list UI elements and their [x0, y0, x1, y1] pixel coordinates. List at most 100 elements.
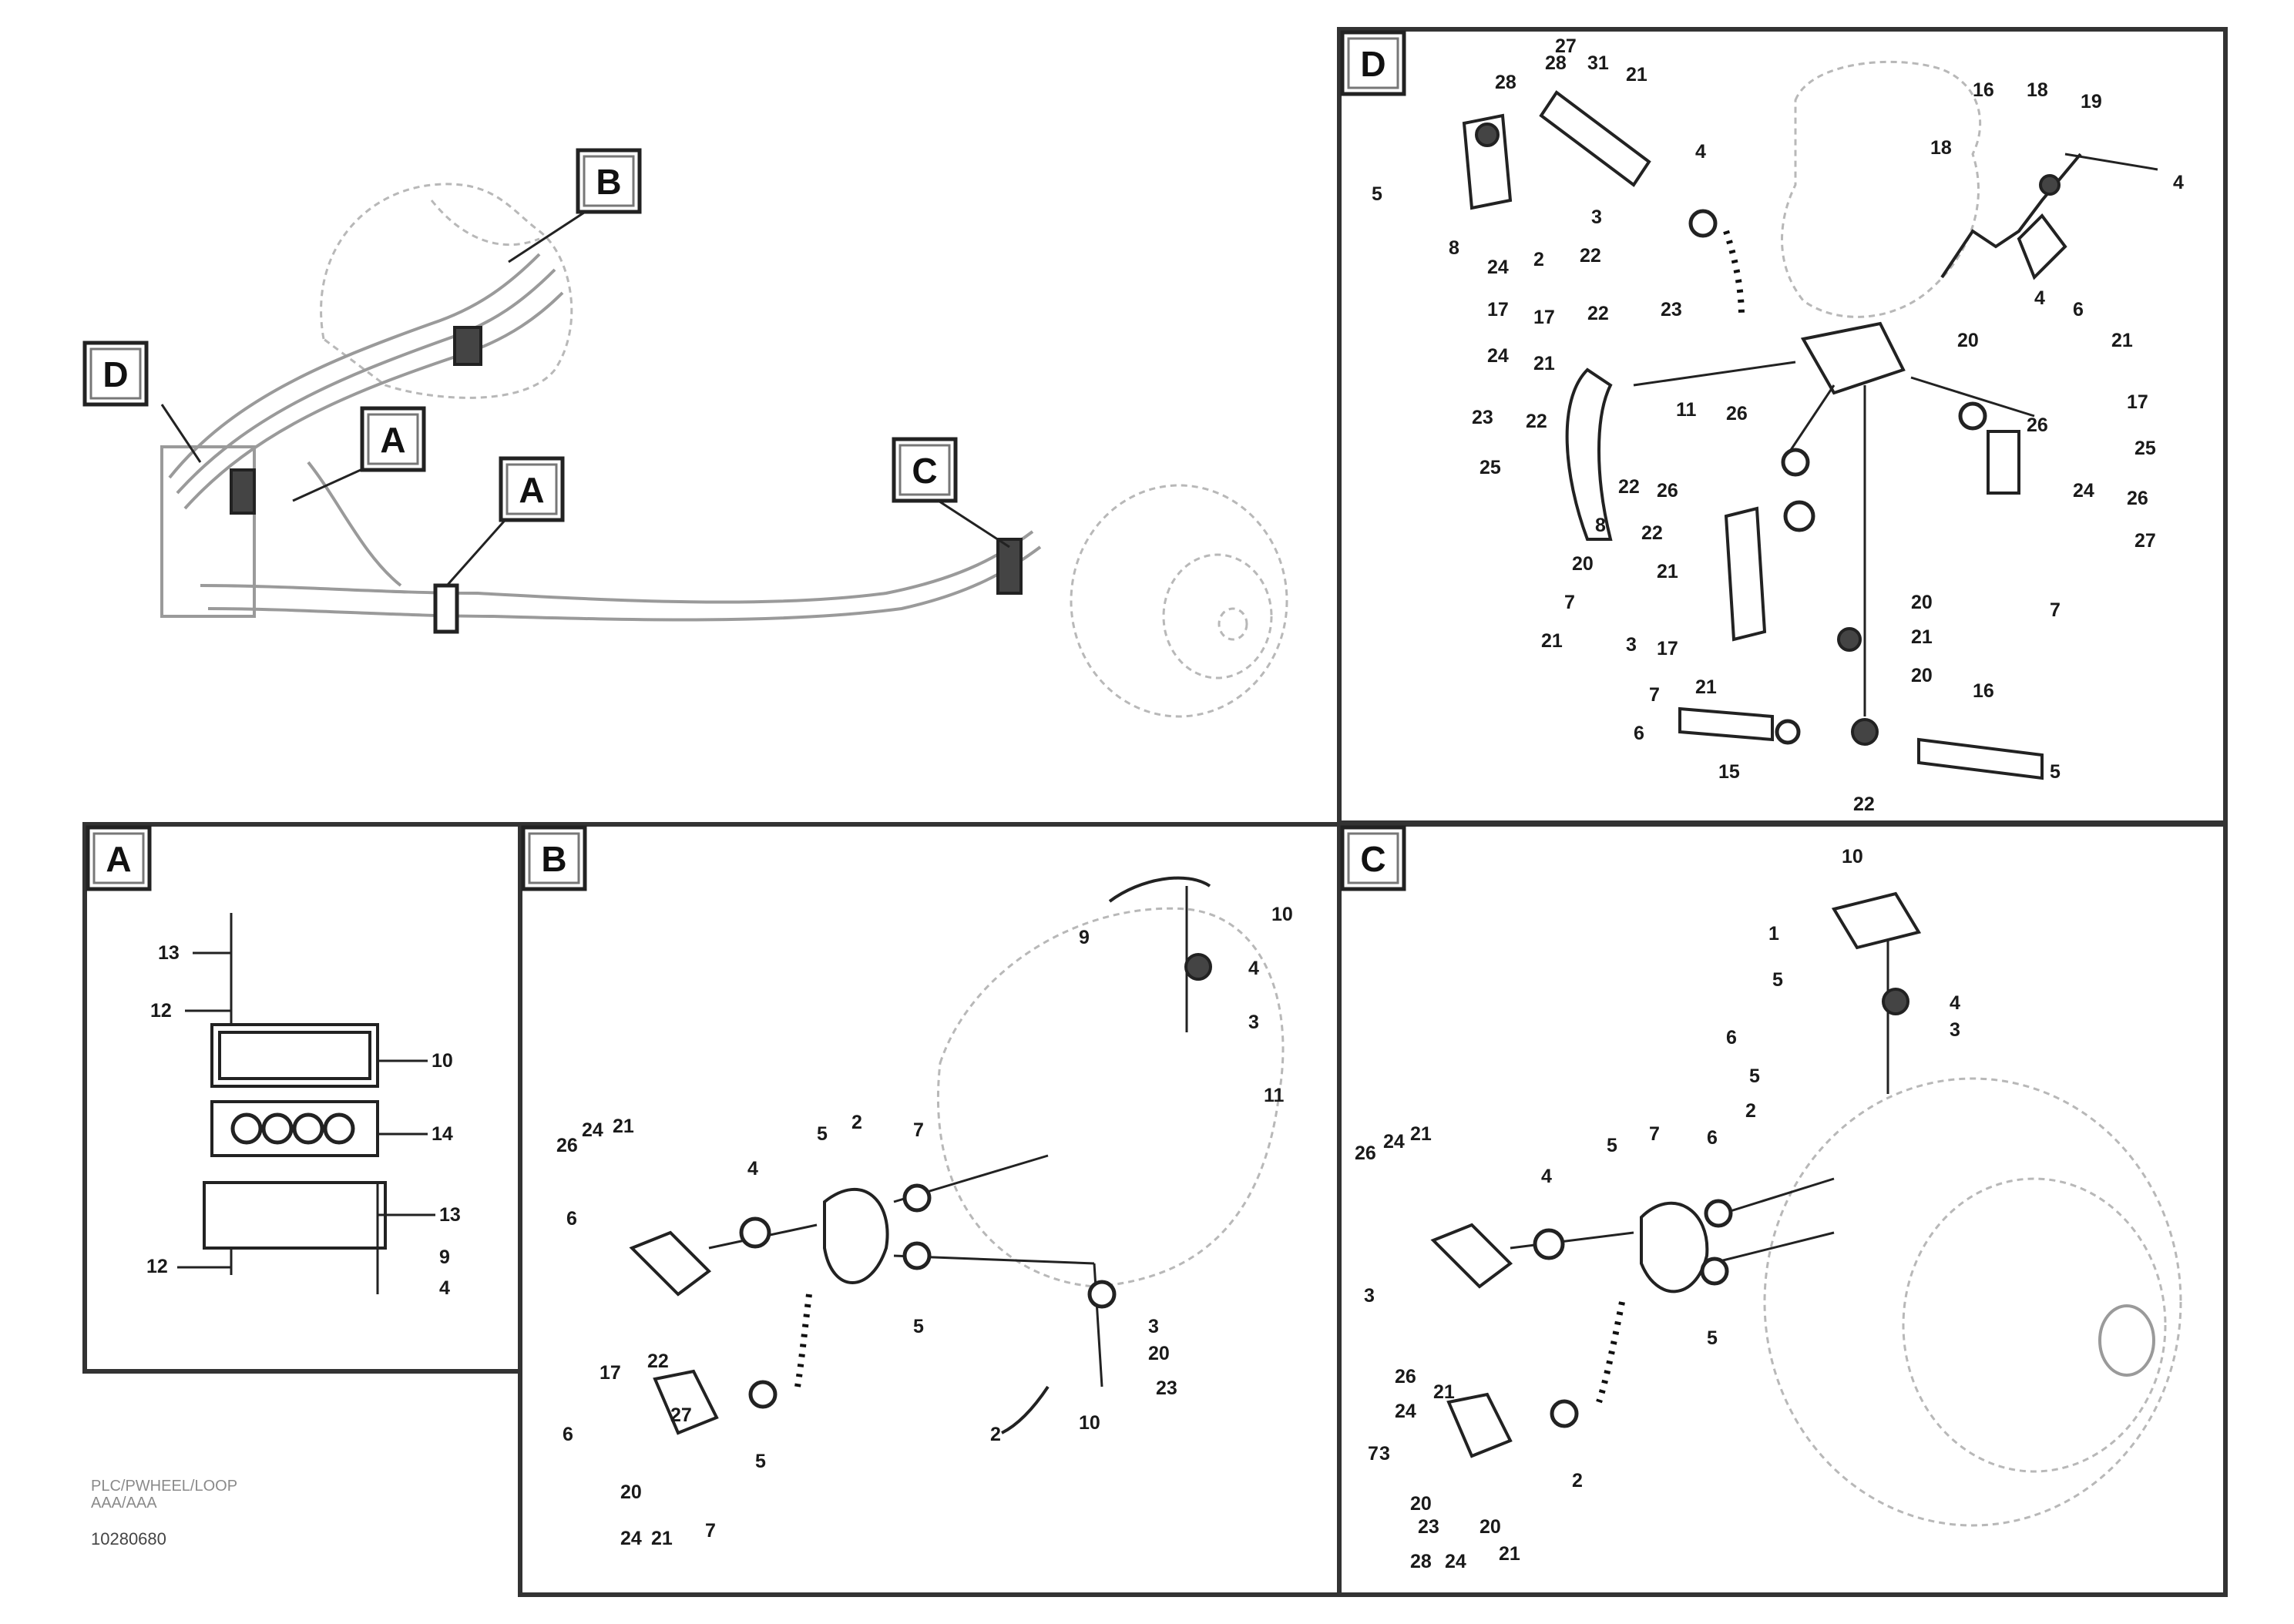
callout-number: 3	[1626, 634, 1637, 656]
callout-number: 20	[1148, 1343, 1170, 1364]
hose-upper-2	[176, 268, 556, 495]
callout-number: 11	[1676, 399, 1697, 421]
overview-tag-a-2-text: A	[519, 470, 544, 510]
callout-number: 26	[2027, 414, 2048, 436]
panel-c-valve	[1640, 1201, 1709, 1293]
hose-lower-2	[207, 545, 1042, 622]
callout-number: 4	[1695, 141, 1706, 163]
callout-number: 20	[1480, 1516, 1501, 1538]
callout-number: 6	[563, 1424, 573, 1445]
panel-d-fitting-9	[1783, 500, 1815, 532]
callout-number: 22	[1641, 522, 1663, 544]
hose-upper-3	[183, 291, 564, 510]
panel-d-artwork	[1462, 60, 2158, 780]
panel-d-line-down	[1786, 384, 1836, 455]
callout-number: 9	[439, 1247, 450, 1268]
callout-number: 24	[1487, 257, 1509, 278]
callout-number: 12	[146, 1256, 168, 1277]
panel-a-artwork	[203, 913, 387, 1294]
panel-c-label-text: C	[1360, 839, 1385, 879]
callout-number: 24	[1395, 1401, 1416, 1422]
overview-tag-a-2: A	[499, 456, 565, 522]
callout-number: 5	[1772, 969, 1783, 991]
callout-number: 8	[1595, 515, 1606, 536]
callout-number: 25	[2134, 438, 2156, 459]
panel-d-fitting-8	[2039, 174, 2061, 196]
panel-a-clamp-mid	[210, 1100, 379, 1157]
panel-b-dotted-hose	[794, 1293, 812, 1387]
panel-c-dotted-hose	[1596, 1301, 1625, 1404]
panel-b-valve	[823, 1187, 889, 1284]
callout-number: 5	[755, 1451, 766, 1472]
panel-a-clamp-top	[210, 1023, 379, 1088]
callout-number: 7	[705, 1520, 716, 1542]
callout-number: 22	[1587, 303, 1609, 324]
callout-number: 6	[566, 1208, 577, 1230]
panel-c-fitting-5	[1882, 988, 1909, 1015]
overview-tag-a-1-text: A	[380, 420, 405, 460]
callout-number: 5	[817, 1123, 828, 1145]
panel-a-hole-2	[261, 1112, 294, 1145]
callout-number: 23	[1418, 1516, 1439, 1538]
callout-number: 15	[1718, 761, 1740, 783]
leader-c	[932, 495, 1010, 549]
callout-number: 16	[1973, 79, 1994, 101]
callout-number: 21	[1657, 561, 1678, 582]
panel-d-dotted-hose	[1723, 230, 1745, 317]
panel-d-zigzag	[1940, 153, 2082, 279]
callout-number: 20	[1957, 330, 1979, 351]
panel-a-clamp-top-inner	[218, 1031, 371, 1080]
panel-d-line-left	[1633, 361, 1796, 387]
callout-number: 22	[1580, 245, 1601, 267]
callout-number: 6	[1726, 1027, 1737, 1049]
callout-number: 28	[1410, 1551, 1432, 1572]
panel-b-fitting-5	[1184, 953, 1212, 981]
panel-c-wheel-outer	[1763, 1077, 2182, 1527]
overview-tag-d: D	[82, 341, 149, 407]
callout-number: 21	[651, 1528, 673, 1549]
panel-c-fitting-1	[1533, 1228, 1565, 1260]
callout-number: 20	[1572, 553, 1594, 575]
callout-number: 20	[1911, 665, 1933, 686]
callout-number: 5	[913, 1316, 924, 1337]
callout-number: 3	[1364, 1285, 1375, 1307]
panel-d-label: D	[1340, 30, 1406, 96]
panel-a-callouts: 13 12 10 14 13 12 9 4	[146, 942, 461, 1299]
callout-number: 21	[2111, 330, 2133, 351]
callout-number: 21	[1626, 64, 1647, 86]
callout-number: 21	[1911, 626, 1933, 648]
callout-number: 21	[1433, 1381, 1455, 1403]
panel-d-pipe-2	[1678, 706, 1774, 742]
callout-number: 2	[1572, 1470, 1583, 1491]
panel-b-hose-top	[1108, 876, 1211, 903]
drawing-id: 10280680	[91, 1529, 166, 1549]
callout-number: 10	[1079, 1412, 1100, 1434]
wheel-sketch-outer	[1070, 484, 1288, 718]
panel-b-callouts: 10 4 3 9 26 24 21 4 5 2 7 6 5 17 22 11 3…	[556, 904, 1293, 1549]
callout-number: 26	[556, 1135, 578, 1156]
callout-number: 12	[150, 1000, 172, 1022]
callout-number: 7	[913, 1119, 924, 1141]
hose-upper-1	[168, 253, 541, 479]
callout-number: 21	[1410, 1123, 1432, 1145]
callout-number: 22	[647, 1351, 669, 1372]
callout-number: 21	[1499, 1543, 1520, 1565]
panel-d-fitting-block	[1987, 430, 2020, 495]
callout-number: 18	[2027, 79, 2048, 101]
panel-d-fitting-6	[1837, 627, 1862, 652]
callout-number: 22	[1618, 476, 1640, 498]
callout-number: 5	[1607, 1135, 1617, 1156]
panel-b-label: B	[521, 825, 587, 891]
callout-number: 7	[2050, 599, 2061, 621]
panel-d-hose-2	[1724, 506, 1767, 642]
panel-b-artwork	[629, 876, 1285, 1435]
panel-d-pipe-1	[1539, 90, 1651, 187]
hose-lower-1	[200, 530, 1034, 604]
callout-number: 17	[1657, 638, 1678, 659]
callout-number: 24	[1383, 1131, 1405, 1153]
callout-number: 14	[432, 1123, 453, 1145]
callout-number: 2	[1533, 249, 1544, 270]
panel-d-hose-1	[1565, 367, 1613, 541]
callout-number: 20	[1911, 592, 1933, 613]
panel-a-hole-3	[292, 1112, 324, 1145]
